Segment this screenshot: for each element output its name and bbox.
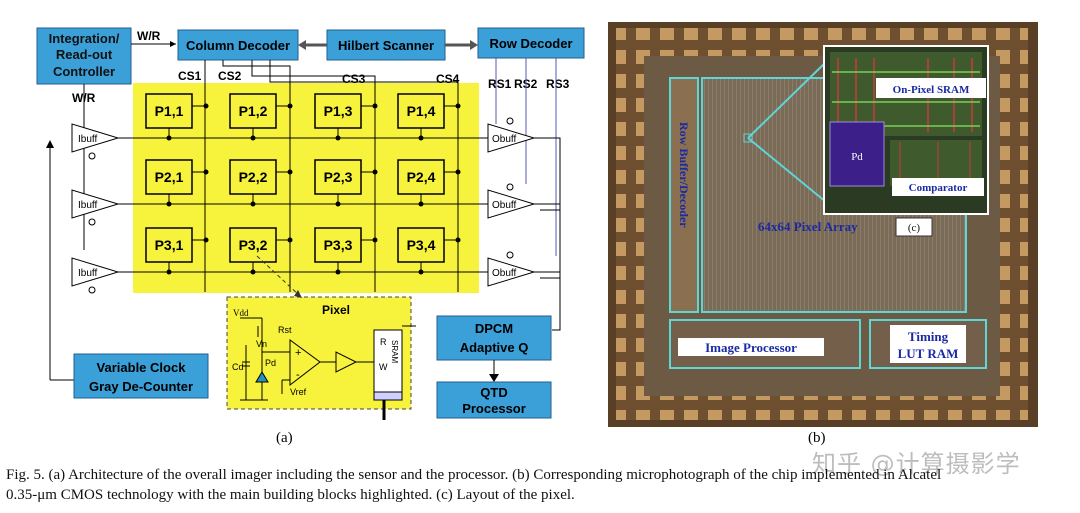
pixel-cell: P1,3 (314, 93, 378, 141)
qtd-block: QTD Processor (436, 381, 552, 419)
panel-c-label: (c) (908, 222, 921, 234)
pixel-label: P1,1 (155, 103, 184, 119)
pixel-cell: P2,3 (314, 159, 378, 207)
cd-label: Cd (232, 362, 244, 372)
figure-caption: Fig. 5. (a) Architecture of the overall … (6, 465, 1074, 505)
controller-label-1: Integration/ (49, 31, 120, 46)
obuff: Obuff (487, 251, 560, 287)
ibuff: Ibuff (71, 189, 120, 226)
sram-label: SRAM (390, 340, 399, 363)
dpcm-label-1: DPCM (475, 321, 513, 336)
pixel-label: P3,3 (324, 237, 353, 253)
pixel-cell: P1,4 (397, 93, 461, 141)
caption-line-2: 0.35-μm CMOS technology with the main bu… (6, 487, 575, 503)
pixel-label: P1,2 (239, 103, 268, 119)
pixel-cell: P3,2 (229, 227, 293, 275)
rst-label: Rst (278, 325, 292, 335)
row-buffer-label: Row Buffer/Decoder (677, 122, 691, 228)
column-decoder-label: Column Decoder (186, 38, 290, 53)
obuff: Obuff (487, 183, 560, 219)
ibuff-label: Ibuff (78, 134, 97, 145)
qtd-label-2: Processor (462, 401, 526, 416)
pixel-cell: P1,1 (145, 93, 209, 141)
pixel-cell: P2,2 (229, 159, 293, 207)
row-decoder-block: Row Decoder (477, 27, 585, 59)
cs1-label: CS1 (178, 69, 202, 83)
timing-label-1: Timing (908, 329, 949, 344)
variable-clock-label-2: Gray De-Counter (89, 379, 193, 394)
pixel-cell: P2,4 (397, 159, 461, 207)
on-pixel-sram-label: On-Pixel SRAM (893, 84, 970, 96)
panel-a-diagram: Integration/ Read-out Controller W/R Col… (36, 27, 585, 420)
pixel-detail-box: Pixel Vdd Rst Vn Cd Pd Vref + - R W (226, 255, 416, 420)
obuff-label: Obuff (492, 134, 516, 145)
comparator-label: Comparator (909, 182, 968, 194)
variable-clock-block: Variable Clock Gray De-Counter (73, 353, 209, 399)
rs3-label: RS3 (546, 77, 570, 91)
controller-label-3: Controller (53, 64, 115, 79)
obuff-label: Obuff (492, 200, 516, 211)
pixel-cell: P3,1 (145, 227, 209, 275)
caption-line-1: Fig. 5. (a) Architecture of the overall … (6, 467, 942, 483)
pixel-label: P1,4 (407, 103, 436, 119)
minus-label: - (296, 369, 300, 381)
controller-block: Integration/ Read-out Controller (36, 27, 132, 85)
column-decoder-block: Column Decoder (177, 29, 299, 61)
timing-label-2: LUT RAM (898, 346, 959, 361)
hilbert-scanner-block: Hilbert Scanner (326, 29, 446, 61)
controller-label-2: Read-out (56, 47, 113, 62)
plus-label: + (295, 347, 301, 359)
cs2-label: CS2 (218, 69, 242, 83)
r-label: R (380, 337, 387, 347)
ibuff-label: Ibuff (78, 268, 97, 279)
rs1-label: RS1 (488, 77, 512, 91)
pixel-grid: P1,1 P1,2 P1,3 P1,4P2,1 P2,2 P2,3 P2,4P3,1 P3,2… (118, 93, 488, 275)
row-buffer-region (669, 77, 699, 313)
obuff: Obuff (487, 117, 560, 153)
hilbert-scanner-label: Hilbert Scanner (338, 38, 434, 53)
pixel-label: P3,4 (407, 237, 436, 253)
pd-label: Pd (265, 358, 276, 368)
cs3-label: CS3 (342, 72, 366, 86)
ibuff: Ibuff (71, 257, 120, 294)
pixel-label: P1,3 (324, 103, 353, 119)
watermark: 知乎 @计算摄影学 (812, 450, 1021, 478)
pixel-cell: P3,4 (397, 227, 461, 275)
pixel-label: P2,2 (239, 169, 268, 185)
pixel-label: P3,1 (155, 237, 184, 253)
ibuff: Ibuff (71, 123, 120, 160)
pixel-detail-title: Pixel (322, 303, 350, 317)
w-label: W (379, 362, 388, 372)
photodiode-icon (255, 371, 269, 383)
obuff-label: Obuff (492, 268, 516, 279)
sram-block (373, 329, 403, 393)
row-decoder-label: Row Decoder (489, 36, 572, 51)
vdd-label: Vdd (233, 308, 249, 318)
pixel-array-label: 64x64 Pixel Array (758, 219, 858, 234)
dpcm-label-2: Adaptive Q (460, 340, 529, 355)
pixel-cell: P1,2 (229, 93, 293, 141)
pd-chip-label: Pd (851, 151, 863, 163)
panel-b-label: (b) (808, 430, 826, 446)
panel-b-microphotograph: Row Buffer/Decoder 64x64 Pixel Array Ima… (608, 22, 1038, 427)
pixel-label: P2,1 (155, 169, 184, 185)
ibuff-label: Ibuff (78, 200, 97, 211)
pixel-cell: P3,3 (314, 227, 378, 275)
photodiode-region (829, 121, 885, 187)
panel-a-label: (a) (276, 430, 293, 446)
pixel-label: P2,4 (407, 169, 436, 185)
pixel-layout-inset: On-Pixel SRAM Pd Comparator (c) (743, 45, 989, 237)
dpcm-block: DPCM Adaptive Q (436, 315, 552, 361)
wr-top-label: W/R (137, 29, 161, 43)
pixel-label: P2,3 (324, 169, 353, 185)
vref-label: Vref (290, 387, 307, 397)
variable-clock-label-1: Variable Clock (97, 360, 187, 375)
cs4-label: CS4 (436, 72, 460, 86)
image-processor-label: Image Processor (705, 340, 797, 355)
qtd-label-1: QTD (480, 385, 507, 400)
pixel-label: P3,2 (239, 237, 268, 253)
pixel-cell: P2,1 (145, 159, 209, 207)
